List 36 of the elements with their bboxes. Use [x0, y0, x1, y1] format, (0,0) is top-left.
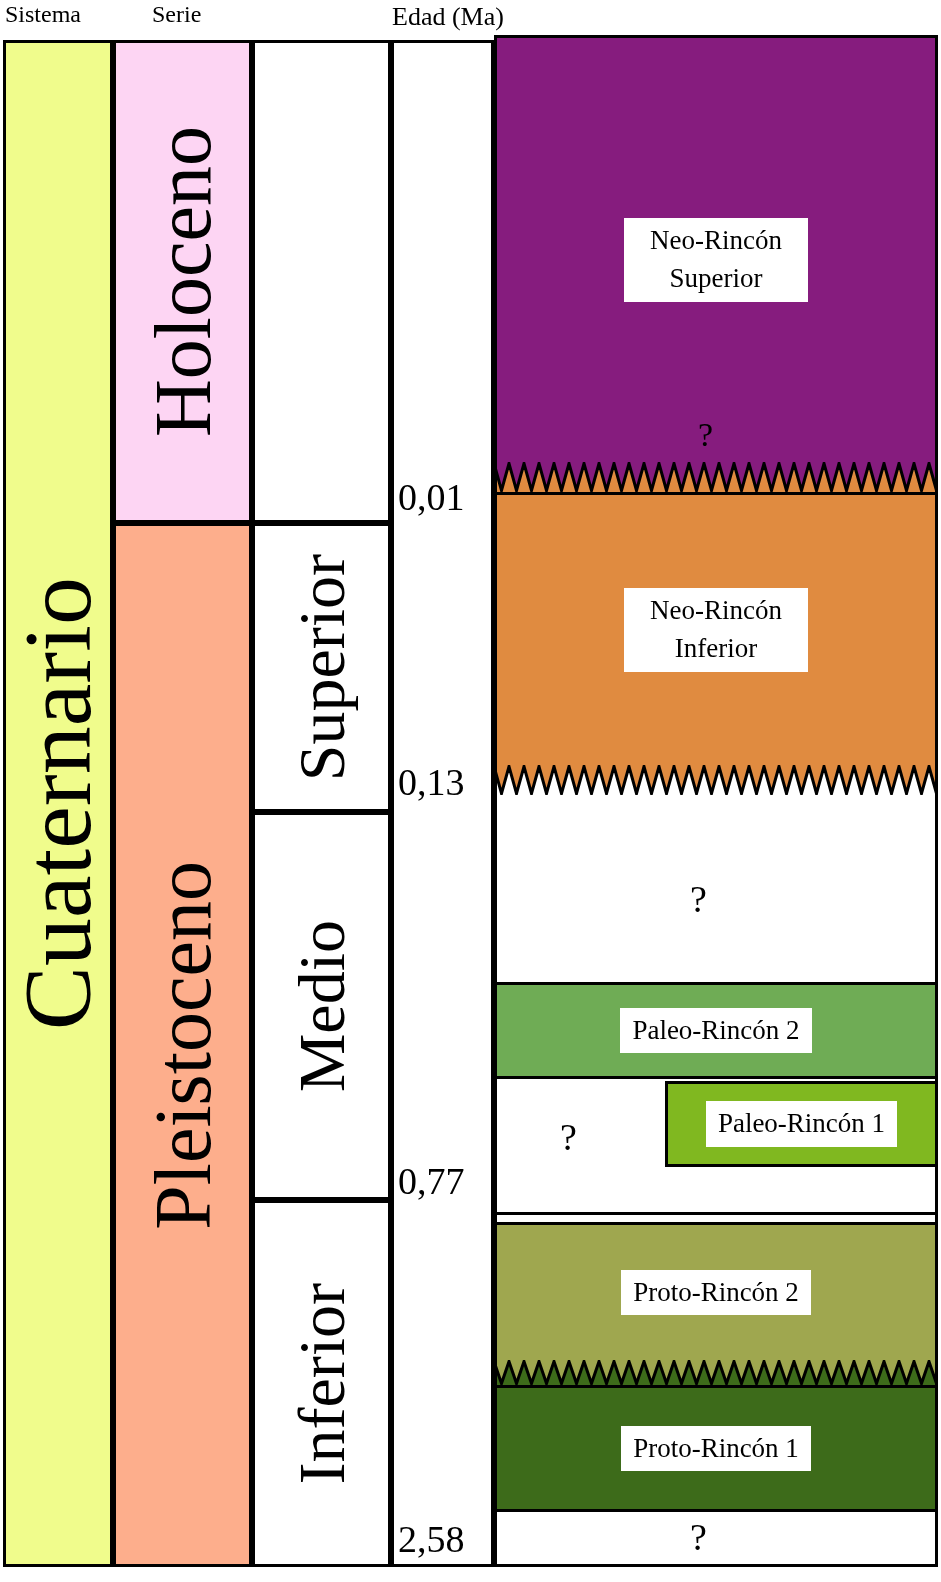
rock-unit-band [494, 1385, 938, 1512]
rock-unit-band [494, 35, 938, 462]
question-mark: ? [560, 1118, 577, 1156]
question-mark: ? [690, 1518, 707, 1556]
question-mark: ? [690, 880, 707, 918]
age-value: 0,13 [398, 763, 465, 801]
unit-label: Paleo-Rincón 2 [620, 1007, 812, 1054]
column-header: Serie [152, 2, 202, 26]
series-column-cell [113, 523, 252, 1567]
age-value: 0,01 [398, 478, 465, 516]
rock-unit-band [494, 982, 938, 1079]
unit-label: Neo-Rincón Inferior [624, 588, 808, 672]
rock-unit-band [494, 492, 938, 765]
period-name: Holoceno [142, 126, 223, 437]
age-column [391, 40, 494, 1567]
column-header: Sistema [5, 2, 81, 26]
system-column-cell [3, 40, 113, 1567]
series-column-cell [113, 40, 252, 523]
unit-label: Proto-Rincón 2 [621, 1269, 811, 1316]
unit-label: Proto-Rincón 1 [621, 1425, 811, 1472]
rock-unit-band [494, 1222, 938, 1360]
unit-label: Paleo-Rincón 1 [705, 1101, 898, 1147]
column-header: Edad (Ma) [392, 4, 504, 30]
age-value: 0,77 [398, 1162, 465, 1200]
period-name: Inferior [288, 1282, 355, 1485]
rock-unit-band [665, 1081, 938, 1167]
stage-column-cell [252, 1200, 391, 1567]
question-mark: ? [698, 418, 714, 452]
period-name: Medio [288, 919, 355, 1093]
stage-column-cell [252, 40, 391, 523]
period-name: Cuaternario [10, 576, 106, 1031]
age-value: 2,58 [398, 1520, 465, 1558]
stage-column-cell [252, 812, 391, 1200]
stage-column-cell [252, 523, 391, 812]
period-name: Pleistoceno [142, 860, 223, 1230]
unit-label: Neo-Rincón Superior [624, 218, 808, 302]
